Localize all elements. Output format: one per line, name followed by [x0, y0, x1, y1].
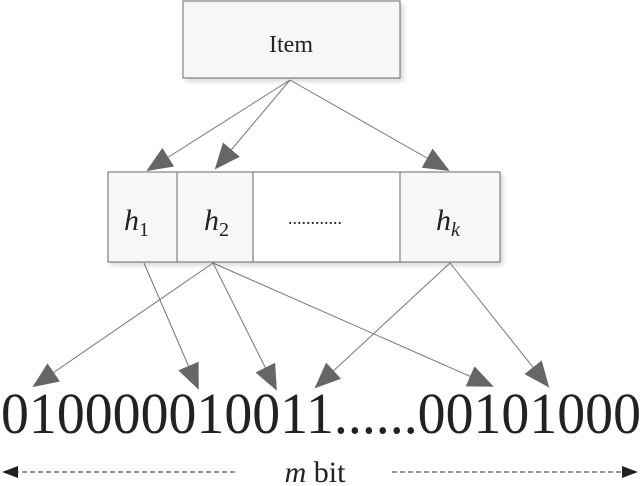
- arrow-item-hk: [289, 79, 450, 171]
- left-arrowhead-icon: [2, 466, 18, 478]
- bit-array: 010000010011......00101000: [1, 381, 641, 446]
- arrow-hk-bit-b: [449, 262, 550, 388]
- arrow-item-h2: [214, 79, 291, 170]
- arrow-h1-bit: [143, 262, 199, 390]
- length-label: m bit: [285, 456, 347, 486]
- arrow-h2-bit-a: [32, 262, 214, 388]
- hash-to-bit-arrows: [32, 262, 550, 391]
- length-indicator: m bit: [2, 456, 638, 486]
- arrow-h2-bit-b: [212, 262, 277, 391]
- hash-function-row: [107, 171, 501, 263]
- arrow-hk-bit-a: [314, 262, 451, 389]
- arrow-h2-bit-c: [212, 262, 494, 387]
- item-label: Item: [269, 32, 313, 58]
- hash-h1: h1: [124, 204, 149, 241]
- hash-h2: h2: [204, 204, 229, 241]
- hash-hk: hk: [436, 204, 461, 241]
- item-to-hash-arrows: [146, 79, 450, 172]
- hash-ellipsis: ............: [288, 208, 342, 228]
- right-arrowhead-icon: [622, 466, 638, 478]
- item-box: Item: [182, 0, 401, 79]
- arrow-item-h1: [146, 79, 291, 172]
